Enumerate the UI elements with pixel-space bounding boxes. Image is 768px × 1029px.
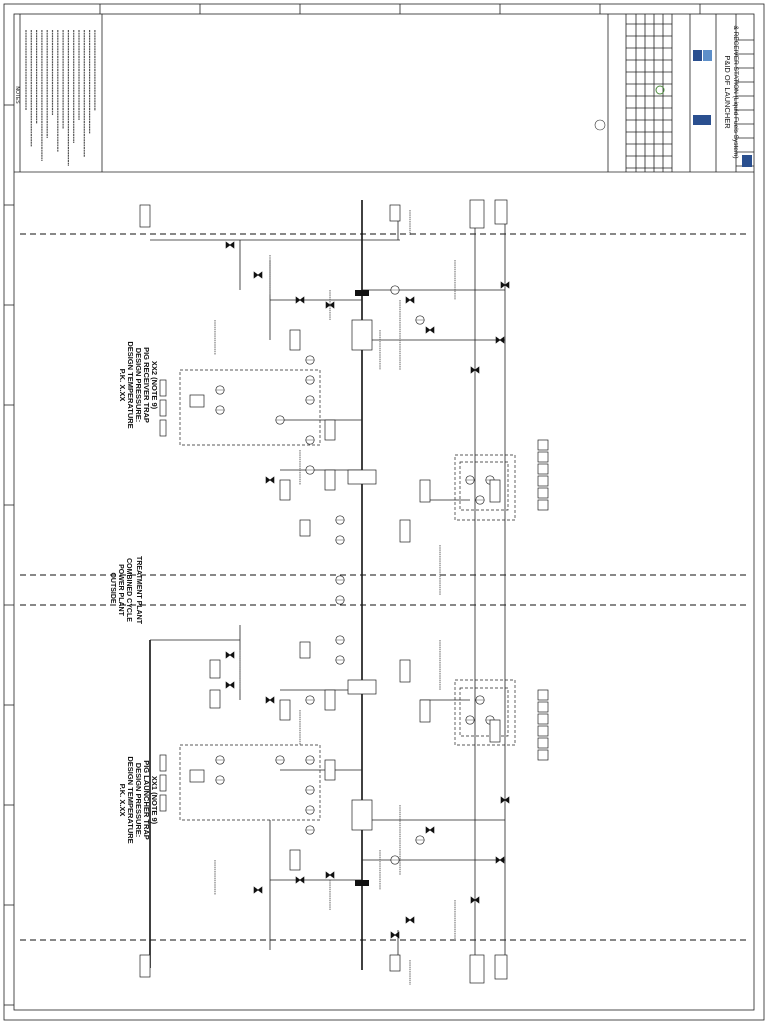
boundary-ccpp-label-2: POWER PLANT: [117, 564, 124, 616]
drawing-title-line-1: P&ID OF LAUNCHER: [723, 55, 732, 129]
svg-text:P.K. X.XX: P.K. X.XX: [118, 369, 127, 402]
boundary-treatment-label: TREATMENT PLANT: [135, 556, 142, 625]
notes-text-lines: [25, 30, 96, 166]
tag-boxes: [139, 199, 549, 984]
instrument-signal-lines: [179, 369, 516, 821]
svg-text:PIG RECEIVER TRAP: PIG RECEIVER TRAP: [142, 347, 151, 423]
title-block: P&ID OF LAUNCHER & RECEIVER STATION (Liq…: [594, 14, 754, 172]
svg-text:PIG LAUNCHER TRAP: PIG LAUNCHER TRAP: [142, 760, 151, 840]
inner-border: [13, 13, 755, 1011]
receiver-trap-title: XX2 (NOTE 9) PIG RECEIVER TRAP DESIGN PR…: [118, 341, 159, 428]
client-logo: [594, 85, 665, 131]
svg-text:DESIGN TEMPERATURE: DESIGN TEMPERATURE: [126, 341, 135, 428]
launcher-barrel: [347, 679, 377, 886]
notes-title: NOTES: [14, 86, 20, 104]
drawing-title-line-2: & RECEIVER STATION (Liquid Fuels System): [732, 25, 739, 158]
main-process-lines: [149, 200, 506, 970]
company-logo: [693, 50, 752, 167]
svg-text:DESIGN PRESSURE:: DESIGN PRESSURE:: [134, 763, 143, 838]
svg-text:DESIGN PRESSURE:: DESIGN PRESSURE:: [134, 348, 143, 423]
boundary-outside-label: OUTSIDE: [109, 572, 116, 603]
svg-text:DESIGN TEMPERATURE: DESIGN TEMPERATURE: [126, 756, 135, 843]
receiver-barrel: [347, 290, 377, 485]
svg-text:P.K. X.XX: P.K. X.XX: [118, 784, 127, 817]
launcher-trap-title: XX1 (NOTE 9) PIG LAUNCHER TRAP DESIGN PR…: [118, 756, 159, 843]
boundary-ccpp-label-1: COMBINED CYCLE: [125, 558, 132, 622]
border-ticks: [4, 4, 701, 1006]
valve-symbols: [225, 211, 510, 939]
svg-text:XX1 (NOTE 9): XX1 (NOTE 9): [150, 776, 159, 825]
pipe-labels: [214, 210, 456, 985]
outer-border: [3, 3, 765, 1021]
instrument-bubbles: [215, 285, 495, 865]
svg-text:XX2 (NOTE 9): XX2 (NOTE 9): [150, 361, 159, 410]
